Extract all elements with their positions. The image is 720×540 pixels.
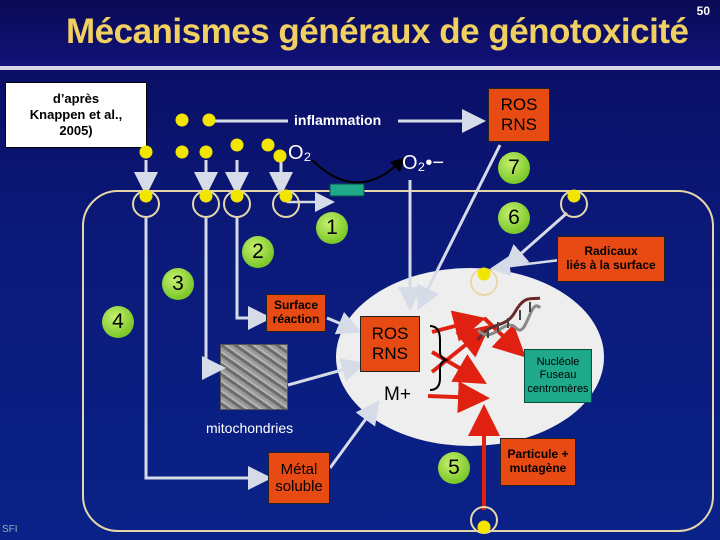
- radicaux-arrow: [490, 256, 561, 277]
- title-divider: [0, 66, 720, 70]
- pathway-2-line: [235, 218, 272, 330]
- ros-top-arrow: [417, 144, 502, 311]
- pathway-4-line: [144, 218, 272, 490]
- mitochondries-label: mitochondries: [206, 420, 294, 436]
- red-arrow-4: [427, 381, 490, 414]
- title-bar: [0, 0, 720, 68]
- step-circle-1: 1: [316, 212, 348, 244]
- radical-arrow: [503, 211, 568, 269]
- ros-rns-box-top: ROS RNS: [488, 88, 550, 142]
- inflammation-label: inflammation: [294, 112, 382, 128]
- o2-label: O₂: [288, 142, 312, 164]
- ros-rns-box-nucleus: ROS RNS: [360, 316, 420, 372]
- slide-title: Mécanismes généraux de génotoxicité: [66, 12, 689, 51]
- page-number: 50: [696, 4, 710, 18]
- mitochondria-image: [220, 344, 288, 410]
- step-circle-6: 6: [498, 202, 530, 234]
- metal-to-mplus-arrow: [328, 400, 380, 469]
- surface-to-ros-arrow: [326, 312, 362, 335]
- membrane-enzyme: [329, 183, 365, 197]
- red-arrow-nucleole: [482, 316, 526, 358]
- nucleole-box: Nucléole Fuseau centromères: [524, 349, 592, 403]
- citation-box: d’après Knappen et al., 2005): [5, 82, 147, 148]
- metal-soluble-box: Métal soluble: [268, 452, 330, 504]
- mito-to-ros-arrow: [287, 358, 366, 387]
- logo: SFI: [2, 524, 18, 535]
- red-arrow-1: [431, 310, 486, 342]
- red-arrow-2: [430, 350, 487, 385]
- m-plus-label: M+: [384, 384, 411, 405]
- step-circle-2: 2: [242, 236, 274, 268]
- o2-radical-label: O₂•−: [402, 152, 445, 174]
- particle-mutagen-box: Particule + mutagène: [500, 438, 576, 486]
- step-circle-7: 7: [498, 152, 530, 184]
- dna-helix-icon: [476, 296, 542, 341]
- particles: [139, 113, 581, 534]
- step-circle-4: 4: [102, 306, 134, 338]
- o2-reduction-arrow: [311, 157, 405, 184]
- radicaux-box: Radicaux liés à la surface: [557, 236, 665, 282]
- pathway-3-line: [202, 218, 226, 380]
- brace: [429, 325, 450, 391]
- surface-reaction-box: Surface réaction: [266, 294, 326, 332]
- cell-membrane: [82, 190, 714, 532]
- step-circle-3: 3: [162, 268, 194, 300]
- step-circle-5: 5: [438, 452, 470, 484]
